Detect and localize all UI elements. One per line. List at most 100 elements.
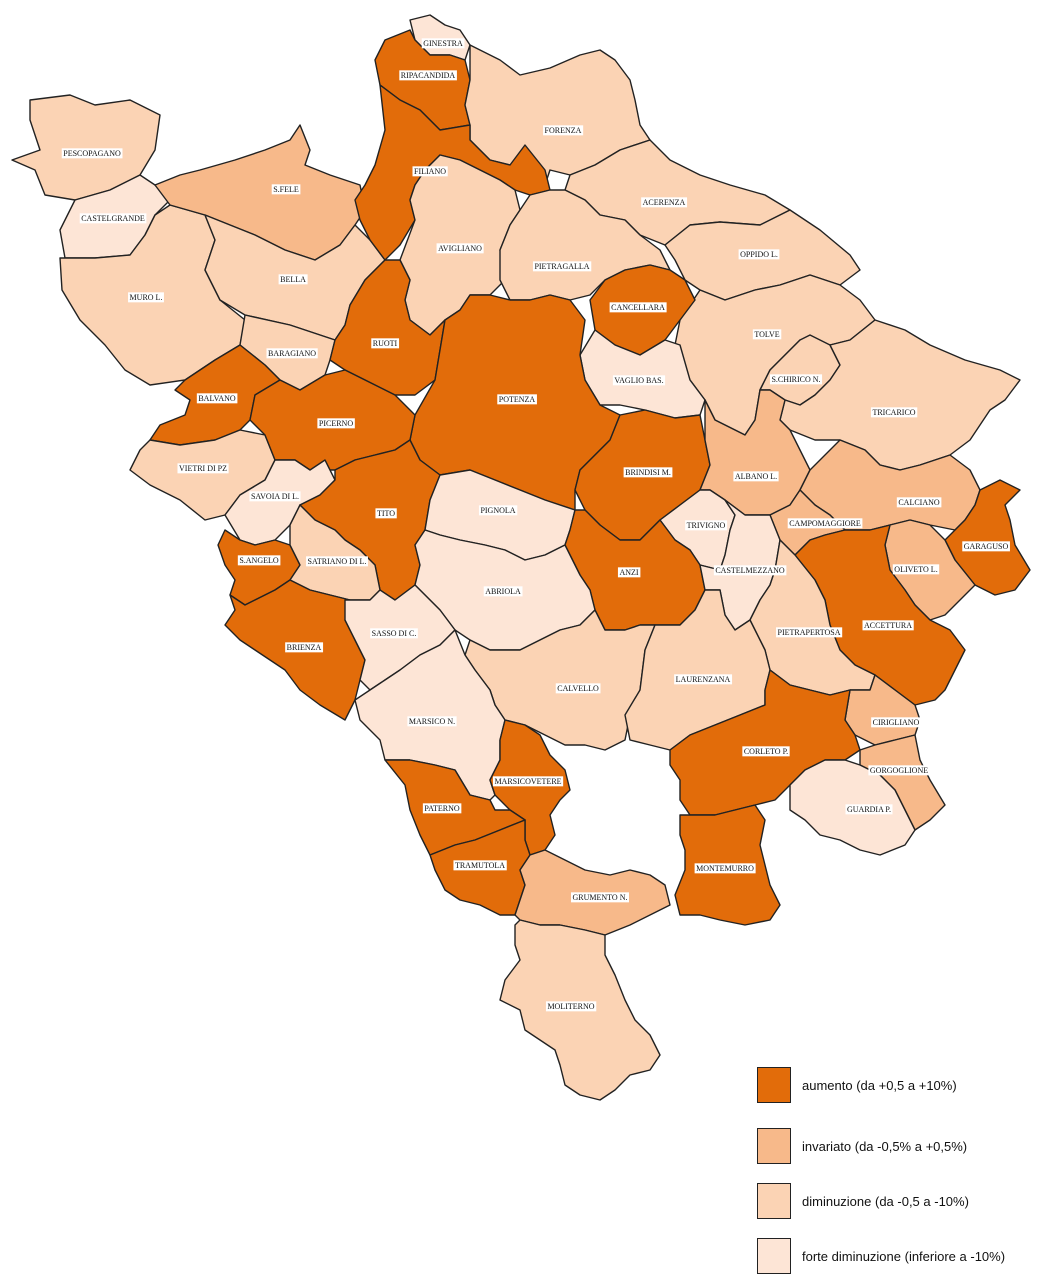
- municipality-name: BELLA: [280, 275, 306, 284]
- label-background: [61, 148, 123, 159]
- municipality-name: TRAMUTOLA: [455, 861, 505, 870]
- municipality-name: ALBANO L.: [735, 472, 777, 481]
- label-background: [896, 497, 942, 508]
- label-tolve: TOLVE: [752, 329, 782, 340]
- municipality-name: OLIVETO L.: [894, 565, 937, 574]
- municipality-name: CASTELGRANDE: [81, 214, 145, 223]
- municipality-name: CALVELLO: [557, 684, 599, 693]
- label-background: [79, 213, 147, 224]
- municipality-name: ABRIOLA: [485, 587, 521, 596]
- label-castelmezzano: CASTELMEZZANO: [713, 565, 787, 576]
- label-background: [407, 716, 457, 727]
- municipality-name: TOLVE: [754, 330, 779, 339]
- label-pignola: PIGNOLA: [478, 505, 518, 516]
- legend-item-diminuzione: diminuzione (da -0,5 a -10%): [757, 1181, 969, 1221]
- label-grumento-n: GRUMENTO N.: [571, 892, 629, 903]
- label-tramutola: TRAMUTOLA: [453, 860, 507, 871]
- label-abriola: ABRIOLA: [483, 586, 523, 597]
- label-satriano-di-l: SATRIANO DI L.: [306, 556, 368, 567]
- label-cirigliano: CIRIGLIANO: [871, 717, 922, 728]
- label-background: [399, 70, 457, 81]
- label-calvello: CALVELLO: [555, 683, 601, 694]
- label-background: [871, 717, 922, 728]
- label-background: [868, 765, 930, 776]
- label-oppido-l: OPPIDO L.: [738, 249, 780, 260]
- municipality-name: S.ANGELO: [239, 556, 279, 565]
- label-laurenzana: LAURENZANA: [674, 674, 733, 685]
- label-s-chirico-n: S.CHIRICO N.: [769, 374, 823, 385]
- municipality-name: CIRIGLIANO: [873, 718, 920, 727]
- municipality-name: POTENZA: [499, 395, 536, 404]
- label-pietragalla: PIETRAGALLA: [532, 261, 592, 272]
- label-background: [421, 38, 465, 49]
- label-background: [271, 184, 301, 195]
- label-anzi: ANZI: [617, 567, 641, 578]
- region-corleto-p: [669, 669, 861, 816]
- label-brindisi-m: BRINDISI M.: [623, 467, 673, 478]
- label-background: [453, 860, 507, 871]
- label-background: [196, 393, 238, 404]
- label-background: [617, 567, 641, 578]
- municipality-name: MOLITERNO: [547, 1002, 594, 1011]
- label-background: [532, 261, 592, 272]
- municipality-name: BRIENZA: [287, 643, 322, 652]
- municipality-name: MARSICO N.: [409, 717, 455, 726]
- municipality-name: FILIANO: [414, 167, 446, 176]
- label-background: [278, 274, 308, 285]
- label-potenza: POTENZA: [497, 394, 537, 405]
- label-acerenza: ACERENZA: [641, 197, 688, 208]
- municipality-name: CAMPOMAGGIORE: [789, 519, 861, 528]
- label-background: [285, 642, 324, 653]
- label-tito: TITO: [375, 508, 397, 519]
- label-background: [641, 197, 688, 208]
- label-background: [776, 627, 843, 638]
- label-pescopagano: PESCOPAGANO: [61, 148, 123, 159]
- label-background: [371, 338, 400, 349]
- label-avigliano: AVIGLIANO: [436, 243, 484, 254]
- legend-swatch-aumento: [757, 1067, 791, 1103]
- municipality-name: PESCOPAGANO: [63, 149, 121, 158]
- municipality-name: GINESTRA: [423, 39, 463, 48]
- label-pietrapertosa: PIETRAPERTOSA: [776, 627, 843, 638]
- label-picerno: PICERNO: [317, 418, 355, 429]
- label-background: [483, 586, 523, 597]
- legend-label-diminuzione: diminuzione (da -0,5 a -10%): [802, 1193, 969, 1209]
- municipality-name: OPPIDO L.: [740, 250, 778, 259]
- legend-item-invariato: invariato (da -0,5% a +0,5%): [757, 1126, 967, 1166]
- label-background: [370, 628, 418, 639]
- label-background: [738, 249, 780, 260]
- legend-label-invariato: invariato (da -0,5% a +0,5%): [802, 1138, 968, 1154]
- label-background: [685, 520, 728, 531]
- label-background: [752, 329, 782, 340]
- label-baragiano: BARAGIANO: [266, 348, 318, 359]
- label-background: [612, 375, 666, 386]
- label-bella: BELLA: [278, 274, 308, 285]
- label-background: [543, 125, 584, 136]
- label-vaglio-bas: VAGLIO BAS.: [612, 375, 666, 386]
- municipality-name: GORGOGLIONE: [870, 766, 928, 775]
- label-background: [870, 407, 918, 418]
- municipality-name: S.FELE: [273, 185, 299, 194]
- label-background: [742, 746, 790, 757]
- municipality-name: CANCELLARA: [611, 303, 665, 312]
- municipality-name: VAGLIO BAS.: [614, 376, 663, 385]
- label-background: [317, 418, 355, 429]
- label-garaguso: GARAGUSO: [962, 541, 1010, 552]
- label-background: [892, 564, 940, 575]
- label-background: [128, 292, 164, 303]
- municipality-name: MURO L.: [130, 293, 163, 302]
- label-background: [237, 555, 281, 566]
- municipality-name: TITO: [377, 509, 395, 518]
- label-background: [769, 374, 823, 385]
- municipality-name: MONTEMURRO: [696, 864, 754, 873]
- municipality-name: S.CHIRICO N.: [771, 375, 820, 384]
- label-background: [177, 463, 229, 474]
- label-background: [306, 556, 368, 567]
- legend-item-forte-diminuzione: forte diminuzione (inferiore a -10%): [757, 1236, 1005, 1276]
- label-forenza: FORENZA: [543, 125, 584, 136]
- label-background: [694, 863, 756, 874]
- municipality-name: GRUMENTO N.: [573, 893, 628, 902]
- label-accettura: ACCETTURA: [862, 620, 914, 631]
- label-montemurro: MONTEMURRO: [694, 863, 756, 874]
